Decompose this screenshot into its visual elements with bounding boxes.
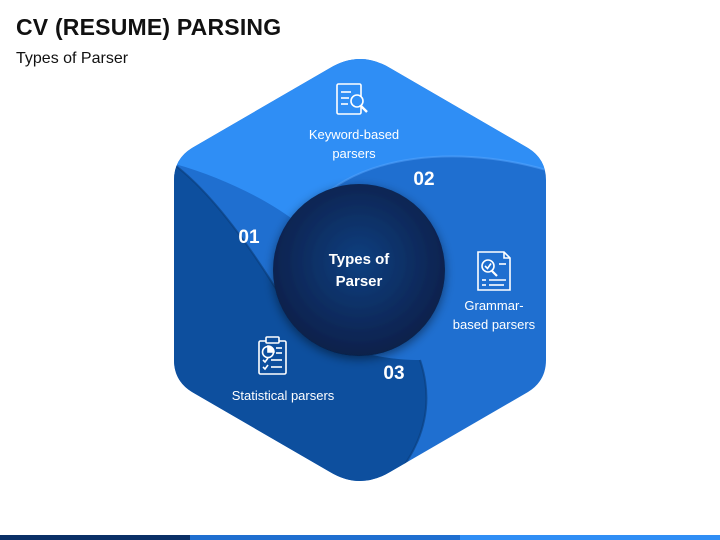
report-chart-icon xyxy=(258,336,287,375)
segment-03-label: Statistical parsers xyxy=(232,388,335,403)
segment-03-number: 03 xyxy=(383,363,404,384)
segment-01-label-line2: parsers xyxy=(332,146,376,161)
checklist-magnifier-icon xyxy=(477,251,511,291)
document-search-icon xyxy=(336,83,368,115)
center-circle xyxy=(273,184,445,356)
center-label-line1: Types of xyxy=(329,251,391,268)
center-label-line2: Parser xyxy=(336,273,383,290)
page-title: CV (RESUME) PARSING xyxy=(16,14,282,40)
segment-02-label-line2: based parsers xyxy=(453,317,536,332)
bottom-accent-bar xyxy=(0,535,720,540)
page-subtitle: Types of Parser xyxy=(16,50,129,67)
segment-02-number: 02 xyxy=(413,169,434,190)
segment-01-number: 01 xyxy=(238,227,260,248)
segment-02-label-line1: Grammar- xyxy=(464,298,523,313)
segment-01-label-line1: Keyword-based xyxy=(309,127,399,142)
